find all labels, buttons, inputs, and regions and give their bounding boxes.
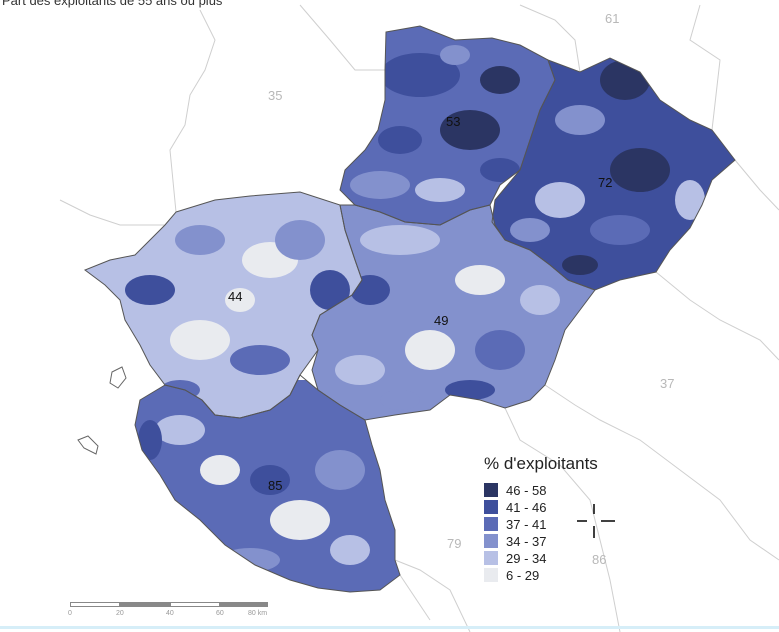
legend-label: 34 - 37 bbox=[506, 533, 547, 549]
legend-item: 29 - 34 bbox=[484, 550, 654, 566]
scale-segment bbox=[170, 602, 220, 607]
department-label-49: 49 bbox=[434, 313, 449, 328]
legend-title: % d'exploitants bbox=[484, 454, 598, 473]
legend-swatch bbox=[484, 517, 498, 531]
legend-item: 41 - 46 bbox=[484, 499, 654, 515]
neighbor-label-61: 61 bbox=[605, 11, 620, 26]
legend-swatch bbox=[484, 534, 498, 548]
legend-rows: 46 - 58 41 - 46 37 - 41 34 - 37 29 - 34 bbox=[484, 482, 654, 583]
map-title: Part des exploitants de 55 ans ou plus bbox=[2, 0, 223, 8]
scale-tick: 20 bbox=[116, 610, 124, 617]
legend-label: 46 - 58 bbox=[506, 482, 547, 498]
scale-segment bbox=[70, 602, 120, 607]
legend-swatch bbox=[484, 551, 498, 565]
scale-segment bbox=[220, 602, 268, 607]
legend-item: 46 - 58 bbox=[484, 482, 654, 498]
legend-item: 37 - 41 bbox=[484, 516, 654, 532]
neighbor-label-37: 37 bbox=[660, 376, 675, 391]
scale-tick: 60 bbox=[216, 610, 224, 617]
department-label-53: 53 bbox=[446, 114, 461, 129]
legend-label: 6 - 29 bbox=[506, 567, 540, 583]
scale-segment bbox=[120, 602, 170, 607]
legend-label: 29 - 34 bbox=[506, 550, 547, 566]
legend-item: 6 - 29 bbox=[484, 567, 654, 583]
neighbor-label-35: 35 bbox=[268, 88, 283, 103]
legend-item: 34 - 37 bbox=[484, 533, 654, 549]
scale-tick: 80 km bbox=[248, 610, 268, 617]
islands bbox=[77, 366, 127, 455]
neighbor-label-86: 86 bbox=[592, 552, 607, 567]
neighbor-label-79: 79 bbox=[447, 536, 462, 551]
legend-label: 41 - 46 bbox=[506, 499, 547, 515]
legend-swatch bbox=[484, 500, 498, 514]
department-label-72: 72 bbox=[598, 175, 613, 190]
legend-label: 37 - 41 bbox=[506, 516, 547, 532]
legend-swatch bbox=[484, 483, 498, 497]
scale-tick: 40 bbox=[166, 610, 174, 617]
crosshair-cursor-icon bbox=[577, 504, 615, 538]
department-label-85: 85 bbox=[268, 478, 283, 493]
scale-bar: 0 20 40 60 80 km bbox=[68, 602, 270, 628]
legend-swatch bbox=[484, 568, 498, 582]
bottom-border bbox=[0, 626, 779, 629]
scale-tick: 0 bbox=[68, 610, 72, 617]
department-label-44: 44 bbox=[228, 289, 243, 304]
legend: % d'exploitants 46 - 58 41 - 46 37 - 41 … bbox=[484, 454, 654, 584]
